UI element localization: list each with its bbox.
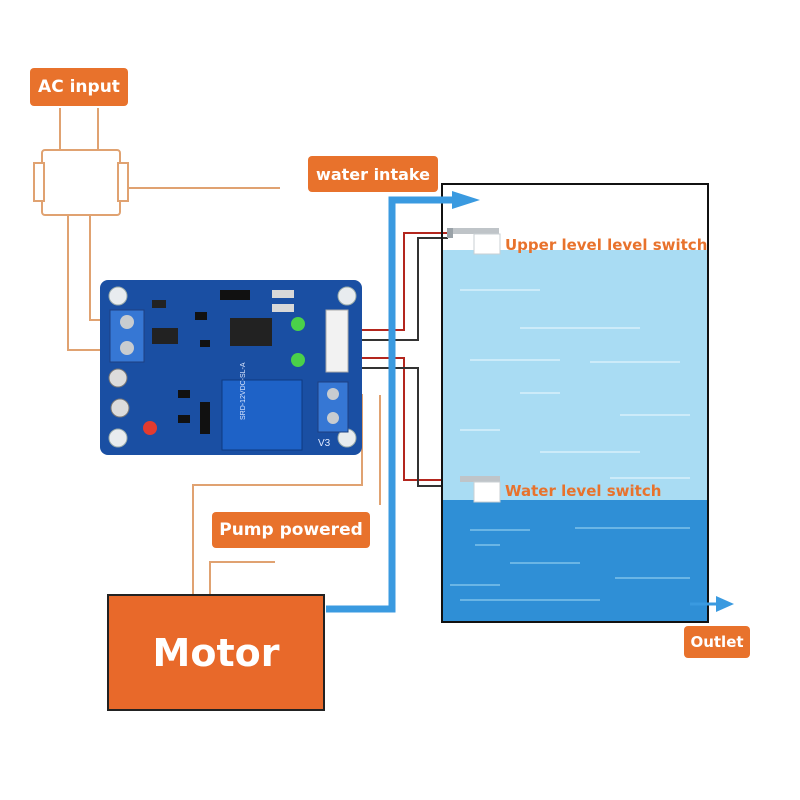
relay-model-label: SRD-12VDC-SL-A — [240, 362, 247, 420]
ac-input-label: AC input — [30, 68, 128, 106]
water-intake-label: water intake — [308, 156, 438, 192]
motor-box: Motor — [107, 594, 325, 711]
water-level-switch-icon — [460, 476, 501, 503]
ac-connector — [33, 149, 129, 216]
sensor-wires — [350, 232, 460, 487]
led-green-1 — [291, 317, 305, 331]
intake-arrow-icon — [452, 191, 480, 209]
outlet-arrow-icon — [716, 596, 734, 612]
outlet-label: Outlet — [684, 626, 750, 658]
led-red — [143, 421, 157, 435]
upper-level-switch-icon — [447, 228, 501, 255]
relay — [221, 379, 303, 451]
water-pipe — [326, 196, 455, 613]
motor-label: Motor — [152, 630, 280, 675]
board-version-label: V3 — [318, 438, 331, 449]
led-green-2 — [291, 353, 305, 367]
water-level-switch-label: Water level switch — [505, 482, 662, 500]
pump-powered-label: Pump powered — [212, 512, 370, 548]
control-board — [100, 280, 362, 455]
upper-level-switch-label: Upper level level switch — [505, 236, 708, 254]
water-tank — [441, 183, 709, 623]
